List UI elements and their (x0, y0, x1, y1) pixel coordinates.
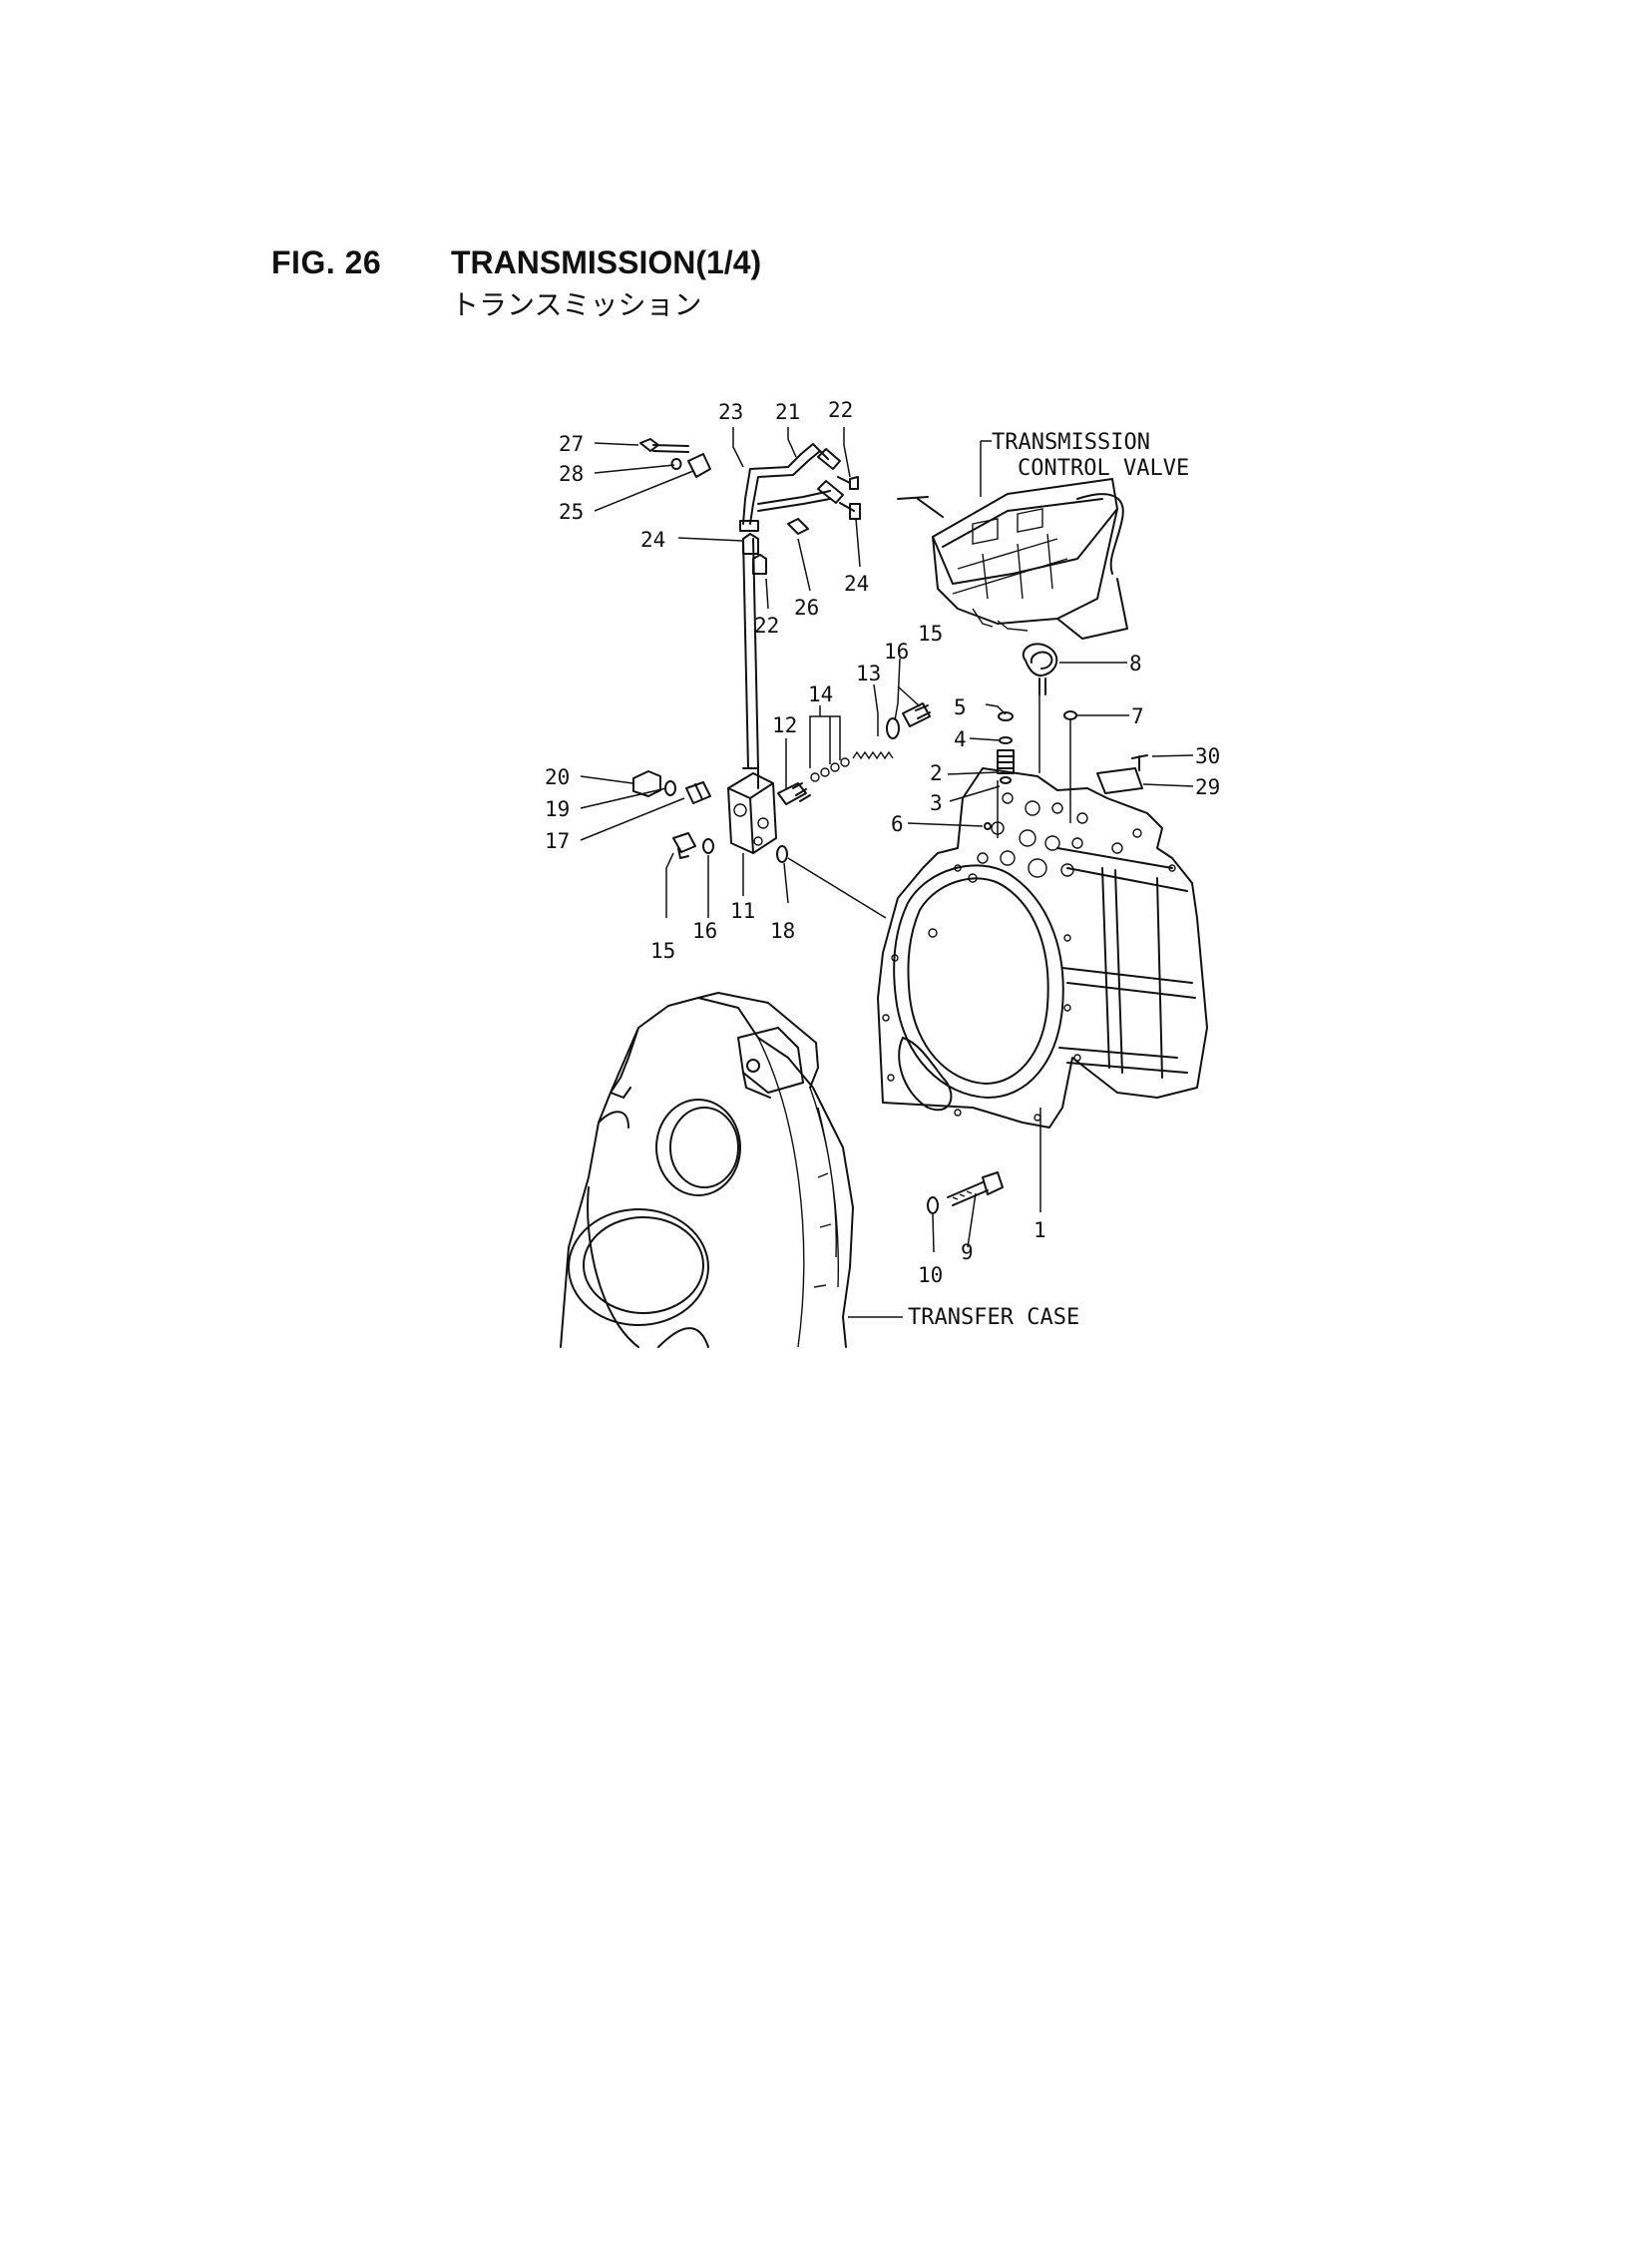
oil-pipe-drawing (739, 443, 861, 769)
callout-25: 25 (559, 500, 584, 524)
callout-26: 26 (794, 596, 819, 620)
callout-11: 11 (730, 899, 755, 923)
callout-27: 27 (559, 432, 584, 456)
callout-24-left: 24 (640, 528, 665, 552)
transmission-housing-drawing (877, 767, 1208, 1129)
small-parts-drawing (984, 643, 1148, 830)
callout-4: 4 (954, 727, 967, 751)
mounting-bolt-drawing (927, 1171, 1004, 1214)
figure-title: TRANSMISSION(1/4) (451, 244, 762, 280)
callout-16-top: 16 (884, 640, 909, 664)
bolt-and-washer-drawing (639, 438, 711, 478)
control-valve-label-line1: TRANSMISSION (992, 430, 1150, 455)
callout-28: 28 (559, 462, 584, 486)
callout-8: 8 (1129, 652, 1142, 676)
leader-lines (580, 427, 1194, 1318)
transfer-case-drawing (560, 992, 854, 1348)
callout-24-right: 24 (844, 572, 869, 596)
callout-15-top: 15 (918, 622, 943, 646)
figure-subtitle-japanese: トランスミッション (451, 288, 702, 321)
callout-12: 12 (772, 713, 797, 737)
figure-number: FIG. 26 (271, 244, 382, 280)
callout-14: 14 (808, 682, 833, 706)
callout-numbers: 27 28 25 23 21 22 24 22 26 24 16 15 13 1… (545, 398, 1220, 1287)
callout-21: 21 (775, 400, 800, 424)
callout-1: 1 (1033, 1218, 1046, 1242)
callout-16-bottom: 16 (692, 919, 717, 943)
callout-19: 19 (545, 797, 570, 821)
callout-10: 10 (918, 1263, 943, 1287)
callout-29: 29 (1195, 775, 1220, 799)
transmission-control-valve-drawing (897, 440, 1128, 640)
callout-22-lower: 22 (754, 614, 779, 638)
callout-23: 23 (718, 400, 743, 424)
callout-17: 17 (545, 829, 570, 853)
callout-22: 22 (828, 398, 853, 422)
control-valve-label-line2: CONTROL VALVE (1018, 456, 1189, 481)
callout-18: 18 (770, 919, 795, 943)
valve-body-block-drawing (727, 767, 777, 854)
plug-and-fittings-drawing (632, 770, 788, 863)
transfer-case-label: TRANSFER CASE (908, 1305, 1079, 1330)
callout-6: 6 (891, 812, 904, 836)
spool-and-springs-drawing (777, 702, 931, 805)
callout-15-bottom: 15 (650, 939, 675, 963)
callout-30: 30 (1195, 744, 1220, 768)
callout-2: 2 (930, 761, 943, 785)
callout-9: 9 (961, 1240, 974, 1264)
callout-13: 13 (856, 662, 881, 685)
callout-20: 20 (545, 765, 570, 789)
callout-3: 3 (930, 791, 943, 815)
callout-5: 5 (954, 695, 967, 719)
callout-7: 7 (1131, 704, 1144, 728)
